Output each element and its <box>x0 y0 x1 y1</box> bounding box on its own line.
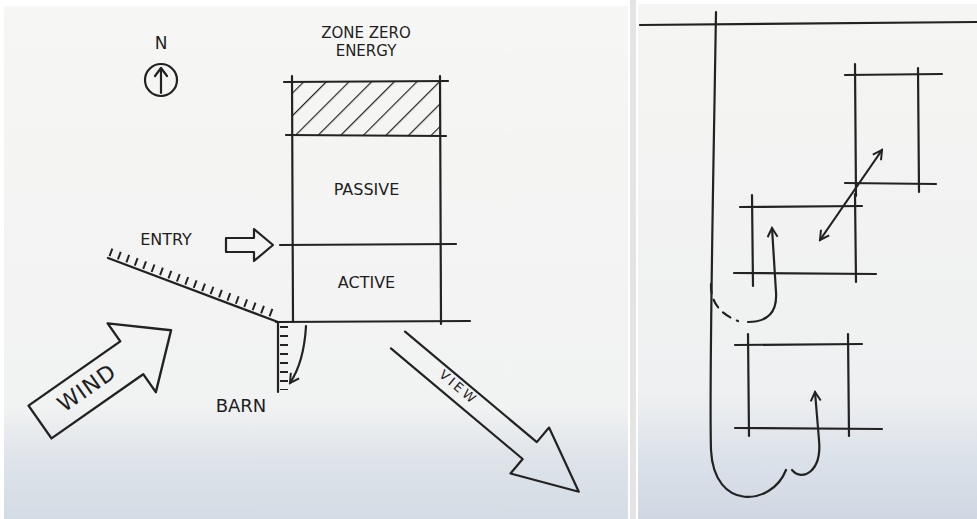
building-wall <box>440 76 441 324</box>
photo-gap <box>630 0 636 519</box>
plan-line <box>855 194 856 282</box>
zone-name: ACTIVE <box>338 273 395 292</box>
two-way-arrow <box>820 150 882 240</box>
zone-name: ZONE ZERO ENERGY <box>300 24 432 60</box>
plan-line <box>855 64 856 196</box>
movement-arrow <box>748 228 776 322</box>
entry-label: ENTRY <box>140 231 192 249</box>
zone-name: PASSIVE <box>334 180 400 199</box>
paper-sheet <box>638 4 977 519</box>
zone-divider <box>280 244 456 245</box>
paper-sheet <box>4 6 628 519</box>
north-arrow <box>160 70 162 93</box>
drive-loop <box>710 12 786 497</box>
left-sketch <box>16 64 598 515</box>
zone-band: ZONE ZERO ENERGY <box>286 24 446 135</box>
wall-hatching <box>280 326 288 390</box>
movement-arrow <box>792 392 819 475</box>
site-edge <box>640 22 977 25</box>
plan-line <box>752 195 753 286</box>
plan-line <box>918 68 919 192</box>
entry-arrow <box>226 229 273 261</box>
plan-line <box>848 334 849 436</box>
wall-hatching <box>110 252 277 315</box>
building-line <box>284 81 448 82</box>
building-wall <box>292 76 293 322</box>
zone-band: ACTIVE <box>293 245 440 321</box>
north-label: N <box>155 34 168 54</box>
right-sketch <box>640 12 977 497</box>
view-arrow <box>379 317 598 515</box>
zone-band: PASSIVE <box>293 136 440 244</box>
north-circle <box>145 64 177 96</box>
plan-line <box>748 334 749 436</box>
zero-energy-hatch <box>292 82 440 135</box>
wind-arrow <box>16 296 195 457</box>
building-base <box>276 321 470 322</box>
view-label: VIEW <box>436 368 481 409</box>
plan-line <box>845 74 942 75</box>
barn-label: BARN <box>216 396 267 417</box>
plan-line <box>735 344 862 345</box>
building-line <box>286 135 446 136</box>
north-arrow-head <box>155 68 167 76</box>
site-wall <box>108 258 278 322</box>
plan-line <box>734 273 876 274</box>
wind-label: WIND <box>53 359 121 417</box>
barn-arrow <box>290 326 306 383</box>
plan-line <box>735 428 882 429</box>
dashed-path <box>711 284 738 321</box>
site-wall <box>277 322 279 392</box>
